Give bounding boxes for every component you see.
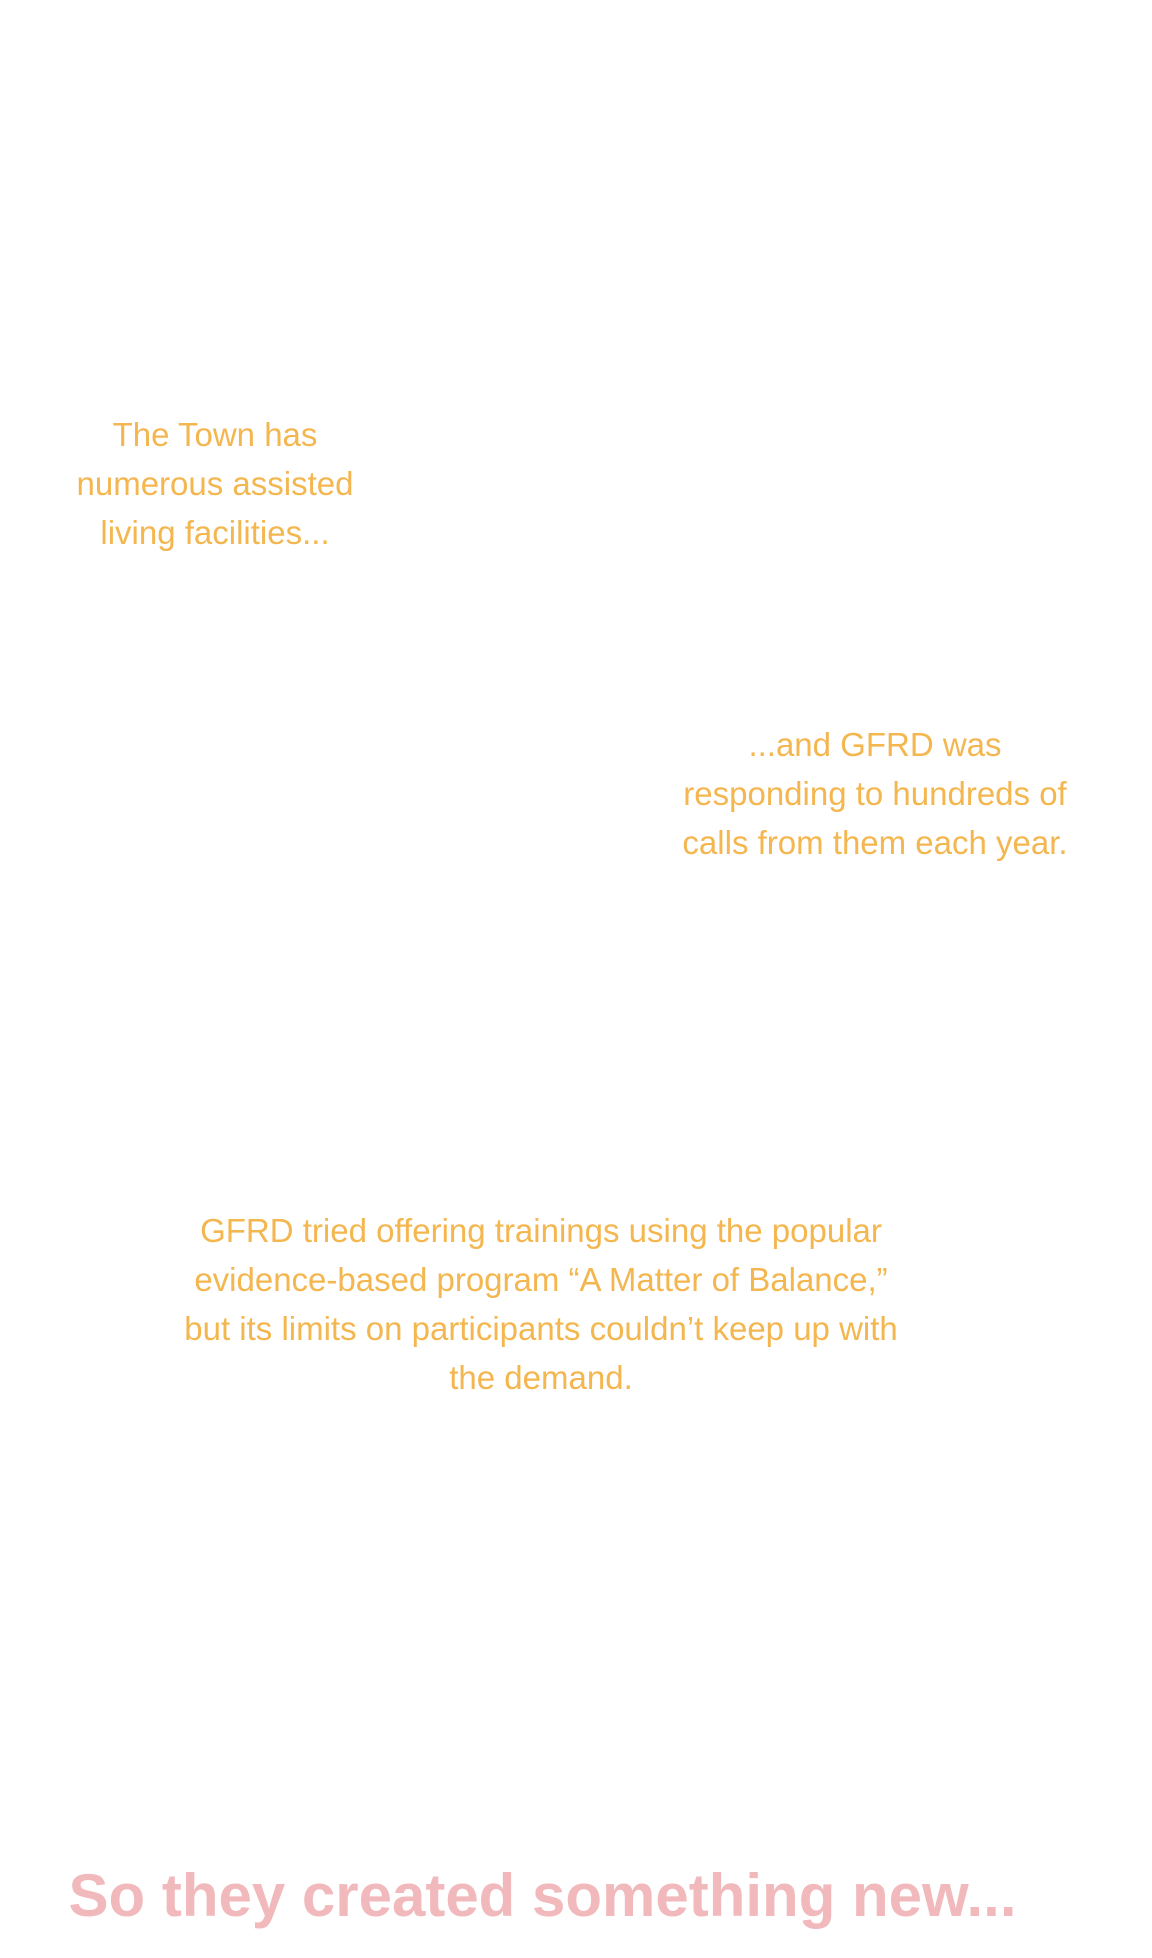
story-block-matter-of-balance: GFRD tried offering trainings using the …: [110, 1206, 972, 1402]
story-line: ...and GFRD was: [748, 726, 1002, 763]
story-headline: So they created something new...: [68, 1862, 1017, 1929]
story-line: GFRD tried offering trainings using the …: [200, 1212, 882, 1249]
story-block-assisted-living: The Town has numerous assisted living fa…: [40, 410, 390, 557]
story-line: living facilities...: [100, 514, 330, 551]
story-line: calls from them each year.: [682, 824, 1068, 861]
story-line: responding to hundreds of: [683, 775, 1067, 812]
story-line: evidence-based program “A Matter of Bala…: [194, 1261, 888, 1298]
story-line: but its limits on participants couldn’t …: [184, 1310, 898, 1347]
story-block-gfrd-calls: ...and GFRD was responding to hundreds o…: [645, 720, 1105, 867]
story-line: The Town has: [112, 416, 318, 453]
story-line: numerous assisted: [76, 465, 354, 502]
story-line: the demand.: [449, 1359, 633, 1396]
